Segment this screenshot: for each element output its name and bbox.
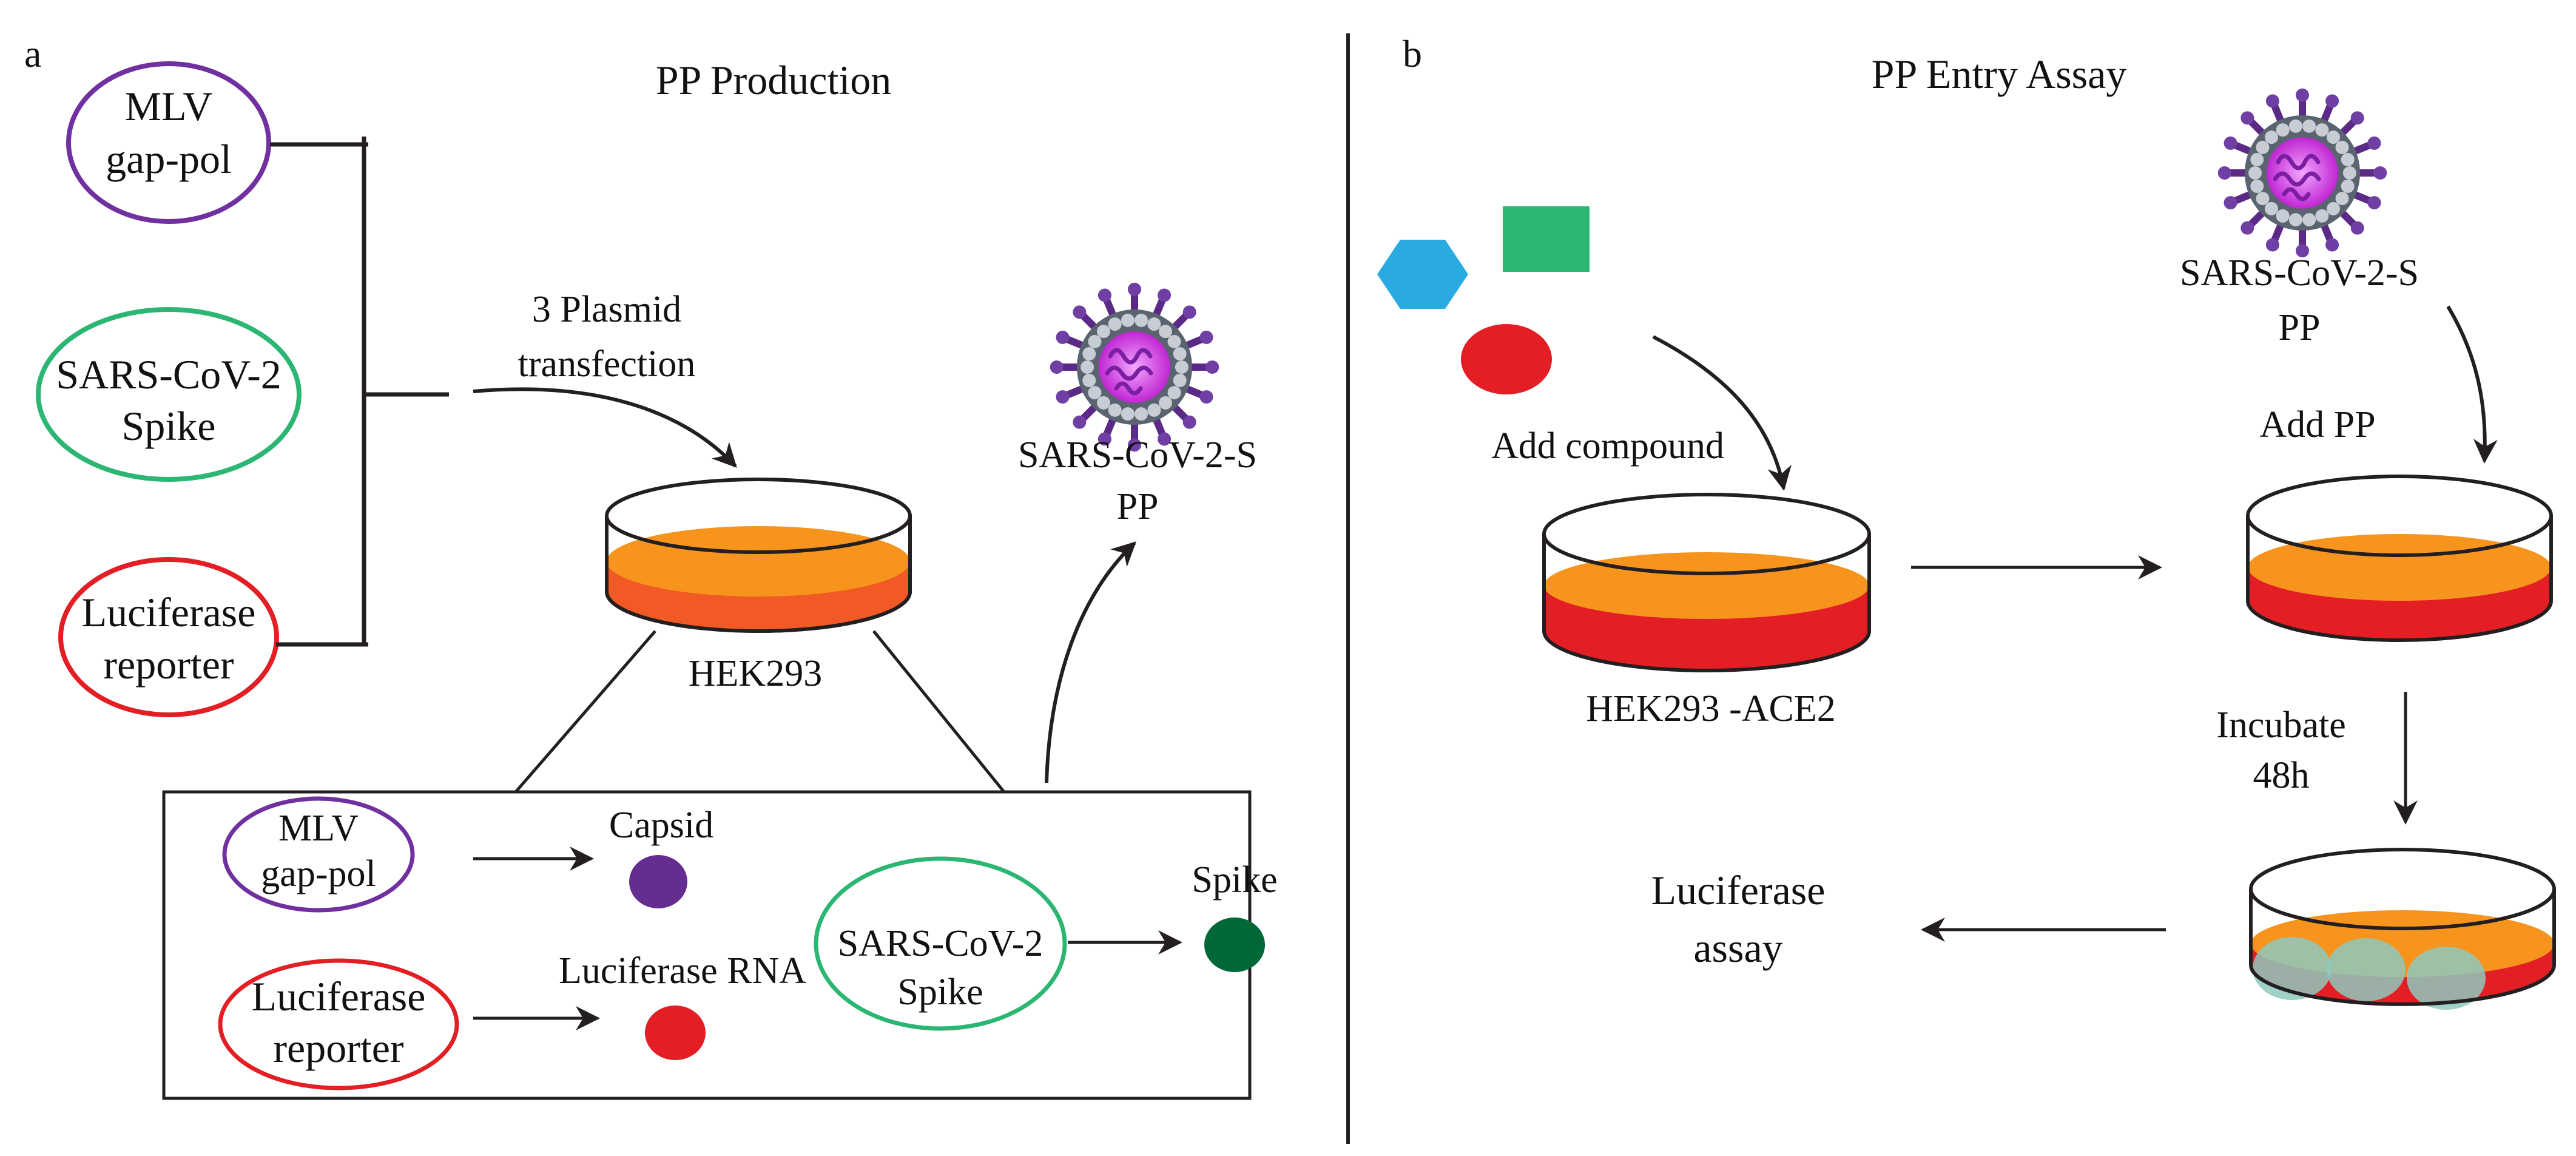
infected-cell [2327,938,2406,1001]
zoom-line-left [514,630,656,793]
add-compound-arrow [1652,335,1792,491]
capsid-dot [629,855,687,908]
plasmid-spike-line2: Spike [122,403,216,449]
panel-b-letter: b [1403,32,1422,75]
plasmid-mlv-gag-pol: MLV gap-pol [66,61,271,224]
pp-b-line1: SARS-CoV-2-S [2180,252,2419,294]
compound-circle-icon [1461,324,1552,394]
hek293-dish [605,478,912,633]
compound-hexagon-icon [1377,240,1468,309]
capsid-label: Capsid [609,805,713,846]
hek293-ace2-label: HEK293 -ACE2 [1586,688,1836,729]
luciferase-rna-label: Luciferase RNA [559,950,806,992]
pseudoparticle-virus-icon [2217,88,2387,258]
compound-square-icon [1503,206,1590,272]
inset-spike-line2: Spike [897,972,983,1013]
transfection-line1: 3 Plasmid [532,289,681,330]
inset-spike-line1: SARS-CoV-2 [838,923,1044,964]
pp-output-arrow [1045,541,1136,783]
dish-incubated [2249,848,2556,1010]
hek293-label: HEK293 [689,653,822,694]
plasmid-bracket [270,137,449,647]
inset-mlv-plasmid: MLV gap-pol [222,796,415,913]
zoom-line-right [872,630,1005,793]
inset-luc-line1: Luciferase [252,973,426,1019]
incubate-line1: Incubate [2216,705,2345,746]
infected-cell [2407,947,2486,1010]
add-pp-label: Add PP [2259,404,2375,445]
panel-a-letter: a [24,32,41,75]
panel-b-title: PP Entry Assay [1872,51,2127,97]
luciferase-assay-line2: assay [1693,925,1782,971]
plasmid-mlv-line2: gap-pol [106,136,232,182]
pp-a-line1: SARS-CoV-2-S [1018,434,1257,476]
inset-box: MLV gap-pol Capsid Luciferase reporter L… [162,790,1278,1100]
luciferase-assay-line1: Luciferase [1651,867,1826,913]
panel-a: a PP Production MLV gap-pol SARS-CoV-2 S… [24,32,1278,1100]
inset-luc-line2: reporter [273,1025,404,1071]
plasmid-luc-line1: Luciferase [82,589,256,635]
luciferase-rna-dot [645,1006,706,1060]
panel-b: b PP Entry Assay Add compound HEK293 -AC… [1377,32,2556,1010]
plasmid-luciferase-reporter: Luciferase reporter [58,557,279,717]
add-compound-label: Add compound [1491,425,1724,467]
plasmid-mlv-line1: MLV [125,83,213,129]
incubate-line2: 48h [2253,755,2310,796]
hek293-ace2-dish [1542,493,1871,672]
panel-a-title: PP Production [656,57,892,103]
plasmid-spike-line1: SARS-CoV-2 [56,351,282,397]
plasmid-sars-cov-2-spike: SARS-CoV-2 Spike [36,307,302,482]
plasmid-luc-line2: reporter [103,641,234,688]
inset-luciferase-plasmid: Luciferase reporter [218,958,459,1090]
spike-product-label: Spike [1192,859,1277,901]
transfection-line2: transfection [518,343,696,385]
inset-spike-plasmid: SARS-CoV-2 Spike [814,856,1067,1031]
transfection-arrow [473,387,737,468]
pseudoparticle-virus-icon [1050,282,1219,452]
add-pp-arrow [2446,305,2498,464]
dish-with-pp [2246,475,2553,642]
pp-b-line2: PP [2279,307,2321,348]
inset-mlv-line2: gap-pol [261,853,376,894]
spike-product-dot [1204,918,1265,972]
inset-mlv-line1: MLV [278,808,359,849]
pp-a-line2: PP [1117,486,1159,527]
